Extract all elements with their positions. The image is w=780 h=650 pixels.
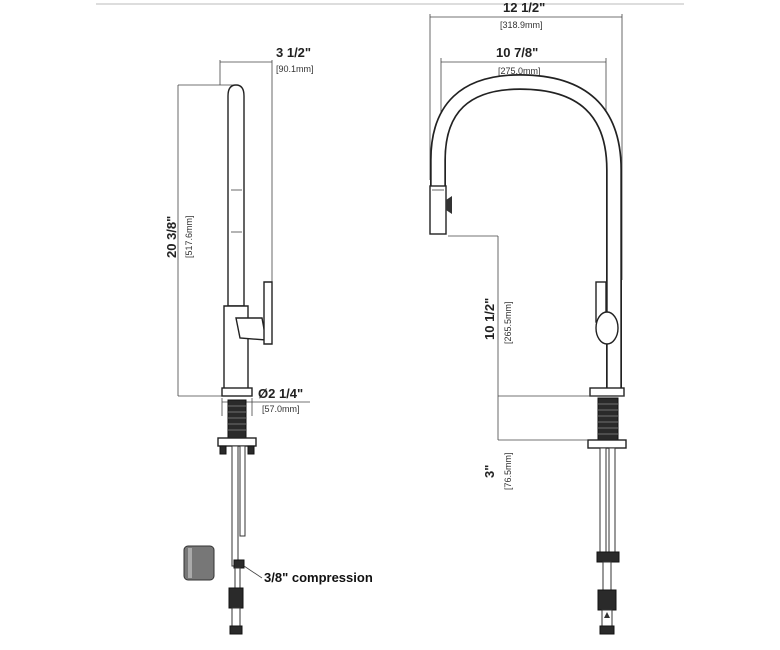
front-shank-label: 3" [482,465,497,478]
front-shank-metric: [76.5mm] [503,452,513,490]
side-compression-fitting [233,559,245,569]
side-mounting-nut [217,437,257,447]
front-hose-lower [602,561,612,591]
front-hose-end-cap [599,625,615,635]
side-base-label: Ø2 1/4" [258,386,303,401]
compression-callout: 3/8" compression [264,570,373,585]
flow-arrow-icon [604,612,610,618]
front-hose-left [599,447,607,555]
front-height-label: 10 1/2" [482,298,497,340]
side-width-label: 3 1/2" [276,45,311,60]
front-reach-metric: [275.0mm] [498,66,541,76]
side-hose-connector [228,587,244,609]
front-view: 12 1/2" [318.9mm] 10 7/8" [275.0mm] 10 1… [429,0,627,635]
front-handle-hub [595,311,619,345]
front-total-metric: [318.9mm] [500,20,543,30]
front-hose-right [608,447,616,555]
side-width-metric: [90.1mm] [276,64,314,74]
compression-leader-line [243,565,263,579]
front-hose-connector [597,589,617,611]
spray-head [429,185,447,235]
side-hose-left [231,445,239,567]
front-reach-label: 10 7/8" [496,45,538,60]
side-view: 3 1/2" [90.1mm] 20 3/8" [517.6mm] Ø2 1/4… [164,45,373,635]
side-base-plate [221,387,253,397]
side-hose-right [239,445,246,537]
front-hose-fittings [596,551,620,563]
gooseneck-spout-outline [430,74,622,392]
spray-button [446,196,452,214]
side-hose-lower [234,567,241,589]
front-base-plate [589,387,625,397]
front-height-metric: [265.5mm] [503,301,513,344]
side-wand [227,84,245,307]
side-hose-end-cap [229,625,243,635]
side-height-metric: [517.6mm] [184,215,194,258]
gooseneck-spout-fill [431,75,621,392]
side-base-metric: [57.0mm] [262,404,300,414]
side-handle-joint [235,317,267,341]
front-total-label: 12 1/2" [503,0,545,15]
side-nut-foot-left [219,445,227,455]
side-handle-lever [263,281,273,345]
side-nut-foot-right [247,445,255,455]
front-mounting-nut [587,439,627,449]
side-height-label: 20 3/8" [164,216,179,258]
adapter-highlight [188,548,192,578]
